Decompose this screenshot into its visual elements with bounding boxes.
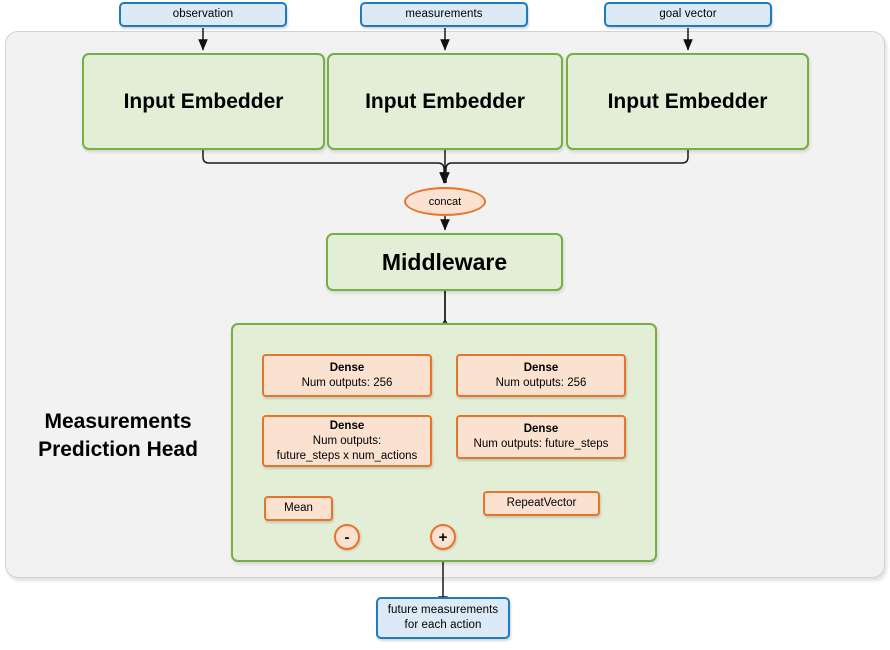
input-box-observation[interactable]: observation — [119, 2, 287, 27]
input-embedder-2[interactable]: Input Embedder — [327, 53, 563, 150]
right-dense-1-title: Dense — [523, 361, 559, 374]
measurements-prediction-head-label: Measurements Prediction Head — [18, 408, 218, 464]
add-operator-label: + — [438, 528, 448, 546]
input-box-goal-vector[interactable]: goal vector — [604, 2, 772, 27]
concat-node[interactable]: concat — [404, 187, 486, 216]
right-dense-2-outputs: Num outputs: future_steps — [473, 438, 609, 450]
input-embedder-1-label: Input Embedder — [123, 89, 284, 113]
right-dense-2[interactable]: Dense Num outputs: future_steps — [456, 415, 626, 459]
mean-label: Mean — [284, 502, 313, 514]
input-embedder-2-label: Input Embedder — [365, 89, 525, 113]
input-box-measurements[interactable]: measurements — [360, 2, 528, 27]
left-dense-1[interactable]: Dense Num outputs: 256 — [262, 354, 432, 397]
left-dense-1-title: Dense — [329, 361, 365, 374]
mean-block[interactable]: Mean — [264, 496, 333, 521]
head-label-line-1: Measurements — [44, 410, 192, 433]
head-label-line-2: Prediction Head — [38, 438, 198, 461]
input-embedder-3-label: Input Embedder — [607, 89, 768, 113]
right-dense-2-title: Dense — [523, 423, 559, 435]
add-operator[interactable]: + — [430, 524, 456, 550]
output-box-future-measurements[interactable]: future measurements for each action — [376, 597, 510, 639]
input-embedder-1[interactable]: Input Embedder — [82, 53, 325, 150]
right-dense-1[interactable]: Dense Num outputs: 256 — [456, 354, 626, 397]
right-dense-1-outputs: Num outputs: 256 — [495, 376, 587, 389]
repeat-vector-block[interactable]: RepeatVector — [483, 491, 600, 516]
input-embedder-3[interactable]: Input Embedder — [566, 53, 809, 150]
output-box-line-2: for each action — [404, 619, 482, 631]
output-box-line-1: future measurements — [387, 604, 499, 616]
left-dense-2[interactable]: Dense Num outputs: future_steps x num_ac… — [262, 415, 432, 467]
input-box-measurements-label: measurements — [405, 8, 483, 20]
left-dense-2-outputs-line-2: future_steps x num_actions — [276, 449, 418, 462]
middleware-label: Middleware — [381, 248, 508, 275]
left-dense-2-outputs-line-1: Num outputs: — [312, 434, 382, 447]
concat-label: concat — [428, 195, 462, 208]
repeat-vector-label: RepeatVector — [506, 497, 577, 509]
subtract-operator-label: - — [344, 528, 350, 546]
left-dense-2-title: Dense — [329, 419, 365, 432]
middleware-block[interactable]: Middleware — [326, 233, 563, 291]
left-dense-1-outputs: Num outputs: 256 — [301, 376, 393, 389]
input-box-observation-label: observation — [172, 8, 234, 20]
subtract-operator[interactable]: - — [334, 524, 360, 550]
input-box-goal-vector-label: goal vector — [659, 8, 717, 20]
